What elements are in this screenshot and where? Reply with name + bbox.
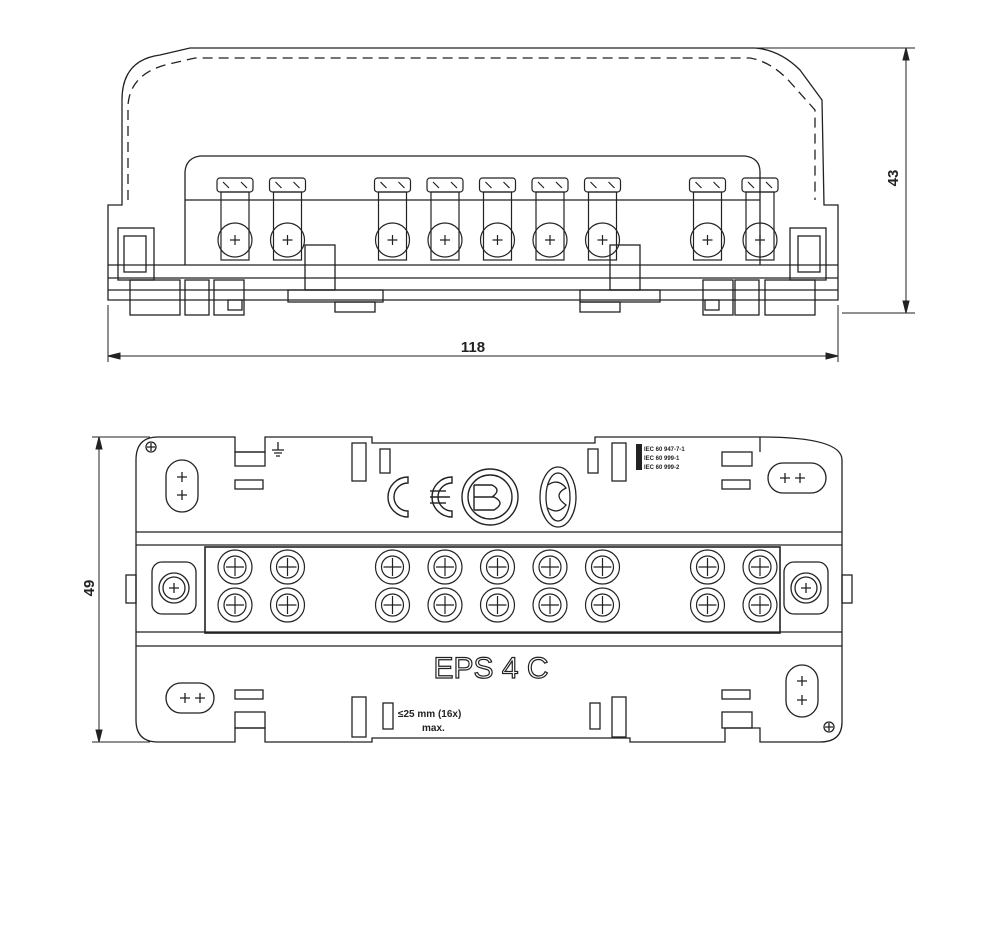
terminal-screw [374, 549, 411, 585]
terminal-screw [479, 587, 516, 623]
side-terminal [373, 177, 412, 261]
terminal-screw [269, 587, 306, 623]
cable-spec-line1: ≤25 mm (16x) [398, 709, 461, 720]
standard-3: IEC 60 999-2 [644, 465, 680, 471]
approval-mark [539, 466, 577, 528]
side-view [107, 47, 839, 316]
plan-screws [217, 549, 778, 623]
terminal-screw [427, 587, 463, 623]
plus-marks [147, 443, 833, 731]
dimension-height-label: 43 [885, 170, 902, 187]
busbar-housing [184, 155, 761, 265]
product-label: EPS 4 C [433, 652, 548, 685]
terminal-screw [742, 587, 778, 623]
plan-view [125, 436, 853, 743]
dimension-depth [92, 436, 150, 743]
side-terminal [268, 177, 307, 261]
dimension-width [107, 305, 839, 362]
terminal-screw [584, 587, 621, 623]
side-terminal [426, 177, 464, 261]
side-terminal [741, 177, 779, 261]
cebec-mark [461, 468, 519, 526]
side-terminal [478, 177, 517, 261]
terminal-screw [427, 549, 463, 585]
side-terminal [531, 177, 569, 261]
terminal-screw [532, 549, 568, 585]
terminal-screw [374, 587, 411, 623]
terminal-screw [584, 549, 621, 585]
terminal-screw [689, 549, 726, 585]
side-terminals [216, 177, 779, 261]
cover-outline [107, 47, 839, 301]
terminal-screw [269, 549, 306, 585]
terminal-screw [742, 549, 778, 585]
plan-outline [135, 436, 843, 743]
side-terminal [583, 177, 622, 261]
dimension-width-label: 118 [461, 339, 485, 356]
standard-1: IEC 60 947-7-1 [644, 447, 685, 453]
screw-bank-frame [204, 546, 781, 634]
ce-mark [387, 476, 453, 518]
side-terminal [216, 177, 254, 261]
terminal-screw [217, 549, 253, 585]
side-terminal [688, 177, 727, 261]
standards-box: IEC 60 947-7-1 IEC 60 999-1 IEC 60 999-2 [636, 444, 685, 471]
terminal-screw [479, 549, 516, 585]
terminal-screw [532, 587, 568, 623]
terminal-screw [689, 587, 726, 623]
dimension-height [712, 47, 915, 314]
cover-inner-dashed [127, 57, 816, 200]
standard-2: IEC 60 999-1 [644, 456, 680, 462]
cable-spec-line2: max. [422, 723, 445, 734]
terminal-screw [217, 587, 253, 623]
dimension-depth-label: 49 [81, 580, 98, 597]
